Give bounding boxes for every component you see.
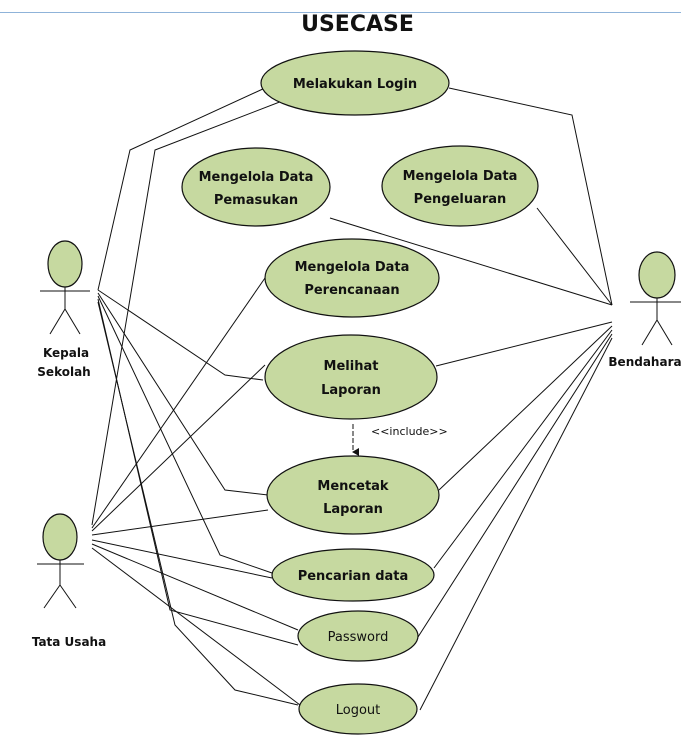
svg-text:Perencanaan: Perencanaan — [304, 283, 399, 298]
line-bend-login — [448, 87, 613, 306]
line-kepala-logout — [97, 301, 299, 706]
svg-text:Password: Password — [328, 630, 389, 645]
line-bend-logout — [419, 337, 613, 711]
line-tu-logout — [91, 547, 301, 706]
svg-text:Melakukan Login: Melakukan Login — [293, 77, 417, 92]
usecase-login[interactable]: Melakukan Login — [260, 50, 450, 116]
usecase-mencetak-laporan[interactable]: Mencetak Laporan — [266, 455, 440, 535]
usecase-pemasukan[interactable]: Mengelola Data Pemasukan — [181, 147, 331, 227]
line-bend-pemasukan — [329, 217, 613, 306]
line-bend-pencarian — [433, 329, 613, 569]
svg-text:Pengeluaran: Pengeluaran — [414, 192, 507, 207]
diagram-title: USECASE — [301, 12, 414, 37]
line-kepala-login — [97, 87, 266, 291]
line-tu-login — [91, 97, 291, 526]
top-rule — [0, 12, 681, 13]
svg-text:Mengelola Data: Mengelola Data — [403, 169, 518, 184]
line-tu-perencanaan — [91, 277, 266, 529]
usecase-perencanaan[interactable]: Mengelola Data Perencanaan — [264, 238, 440, 318]
line-tu-melihat — [91, 364, 266, 532]
usecase-logout[interactable]: Logout — [298, 683, 418, 735]
svg-text:Mengelola Data: Mengelola Data — [295, 260, 410, 275]
line-kepala-password — [97, 298, 299, 646]
usecase-melihat-laporan[interactable]: Melihat Laporan — [264, 334, 438, 420]
association-lines — [91, 87, 613, 711]
usecase-pencarian-data[interactable]: Pencarian data — [271, 548, 435, 602]
svg-text:Bendahara: Bendahara — [608, 355, 681, 369]
svg-text:Logout: Logout — [336, 703, 381, 718]
svg-text:Tata Usaha: Tata Usaha — [32, 635, 106, 649]
include-label: <<include>> — [371, 425, 448, 438]
line-bend-melihat — [435, 321, 613, 367]
line-kepala-mencetak — [97, 292, 269, 496]
line-bend-mencetak — [438, 325, 613, 491]
line-bend-password — [417, 333, 613, 638]
svg-text:Melihat: Melihat — [324, 359, 379, 374]
line-kepala-melihat — [97, 289, 264, 381]
svg-text:Mencetak: Mencetak — [317, 479, 389, 494]
actor-kepala-sekolah[interactable]: Kepala Sekolah — [37, 240, 91, 379]
svg-text:Mengelola Data: Mengelola Data — [199, 170, 314, 185]
svg-text:Sekolah: Sekolah — [37, 365, 90, 379]
svg-text:Laporan: Laporan — [323, 502, 383, 517]
svg-text:Kepala: Kepala — [43, 346, 89, 360]
actor-bendahara[interactable]: Bendahara — [608, 251, 681, 369]
line-tu-pencarian — [91, 539, 273, 579]
usecase-password[interactable]: Password — [297, 610, 419, 662]
actor-tata-usaha[interactable]: Tata Usaha — [32, 513, 106, 649]
svg-text:Pemasukan: Pemasukan — [214, 193, 298, 208]
line-bend-pengeluaran — [536, 207, 613, 306]
line-tu-mencetak — [91, 509, 269, 536]
svg-text:Laporan: Laporan — [321, 383, 381, 398]
svg-text:Pencarian data: Pencarian data — [298, 569, 409, 584]
usecase-pengeluaran[interactable]: Mengelola Data Pengeluaran — [381, 145, 539, 227]
line-kepala-pencarian — [97, 295, 273, 574]
line-tu-password — [91, 543, 299, 631]
